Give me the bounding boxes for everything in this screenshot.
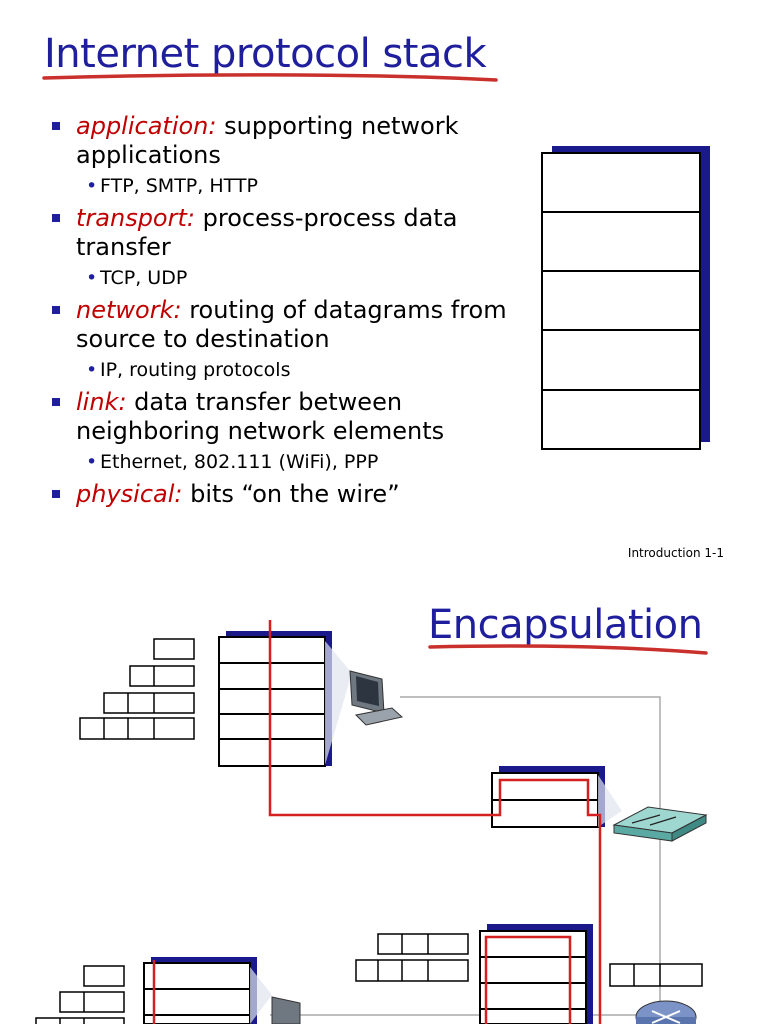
datagram-box xyxy=(35,1017,125,1024)
title-underline xyxy=(428,644,708,655)
bullet-network: network: routing of datagrams from sourc… xyxy=(52,296,522,354)
bullet-square-icon xyxy=(52,398,60,406)
message-box xyxy=(83,965,125,987)
layer-desc: process-process data transfer xyxy=(76,204,458,261)
bullet-dot-icon: • xyxy=(86,175,98,197)
frame-box xyxy=(355,959,469,982)
segment-box xyxy=(59,991,125,1013)
slide-protocol-stack: Internet protocol stack application: sup… xyxy=(42,31,724,560)
message-box xyxy=(153,638,195,660)
host-stack xyxy=(218,636,326,767)
bullet-square-icon xyxy=(52,122,60,130)
computer-icon xyxy=(349,670,404,726)
bullet-link: link: data transfer between neighboring … xyxy=(52,388,522,446)
projection xyxy=(325,641,352,765)
slide-title: Internet protocol stack xyxy=(44,31,487,77)
frame-box xyxy=(609,963,703,987)
layer-desc: bits “on the wire” xyxy=(182,480,400,508)
projection xyxy=(250,967,272,1024)
stack-box xyxy=(541,152,701,450)
bullet-square-icon xyxy=(52,306,60,314)
sub-bullet: •IP, routing protocols xyxy=(52,356,522,384)
encapsulation-diagram xyxy=(35,620,708,1024)
sub-bullet-text: Ethernet, 802.111 (WiFi), PPP xyxy=(100,451,379,473)
network-link xyxy=(400,696,661,1024)
bullet-application: application: supporting network applicat… xyxy=(52,112,522,170)
sub-bullet: •FTP, SMTP, HTTP xyxy=(52,172,522,200)
slide-footer: Introduction 1-1 xyxy=(627,546,724,560)
bullet-dot-icon: • xyxy=(86,451,98,473)
layer-term: network: xyxy=(76,296,182,324)
layer-desc: data transfer between neighboring networ… xyxy=(76,388,445,445)
protocol-stack-diagram xyxy=(541,146,710,450)
packet-boxes-router xyxy=(355,933,703,987)
bullet-dot-icon: • xyxy=(86,359,98,381)
bullet-transport: transport: process-process data transfer xyxy=(52,204,522,262)
packet-boxes-bottom xyxy=(35,965,125,1024)
bullet-dot-icon: • xyxy=(86,267,98,289)
segment-box xyxy=(129,665,195,687)
slide-title: Encapsulation xyxy=(428,602,703,648)
datagram-box xyxy=(103,692,195,714)
bullet-square-icon xyxy=(52,490,60,498)
sub-bullet-text: IP, routing protocols xyxy=(100,359,291,381)
bullet-list: application: supporting network applicat… xyxy=(52,112,522,511)
title-underline xyxy=(42,73,498,82)
layer-desc: routing of datagrams from source to dest… xyxy=(76,296,507,353)
sub-bullet: •Ethernet, 802.111 (WiFi), PPP xyxy=(52,448,522,476)
bullet-square-icon xyxy=(52,214,60,222)
host-stack xyxy=(143,962,251,1024)
switch-icon xyxy=(612,806,708,842)
projection xyxy=(598,775,622,827)
frame-box xyxy=(79,717,195,740)
data-path xyxy=(152,620,602,1024)
packet-boxes-top xyxy=(79,638,195,740)
bullet-physical: physical: bits “on the wire” xyxy=(52,480,522,509)
layer-term: link: xyxy=(76,388,127,416)
layer-term: application: xyxy=(76,112,217,140)
sub-bullet: •TCP, UDP xyxy=(52,264,522,292)
computer-icon xyxy=(271,996,301,1024)
layer-desc: supporting network applications xyxy=(76,112,459,169)
datagram-box xyxy=(377,933,469,955)
sub-bullet-text: FTP, SMTP, HTTP xyxy=(100,175,258,197)
layer-term: transport: xyxy=(76,204,195,232)
router-icon xyxy=(635,1000,697,1024)
slide-encapsulation: Encapsulation xyxy=(0,575,768,1024)
sub-bullet-text: TCP, UDP xyxy=(100,267,188,289)
layer-term: physical: xyxy=(76,480,183,508)
